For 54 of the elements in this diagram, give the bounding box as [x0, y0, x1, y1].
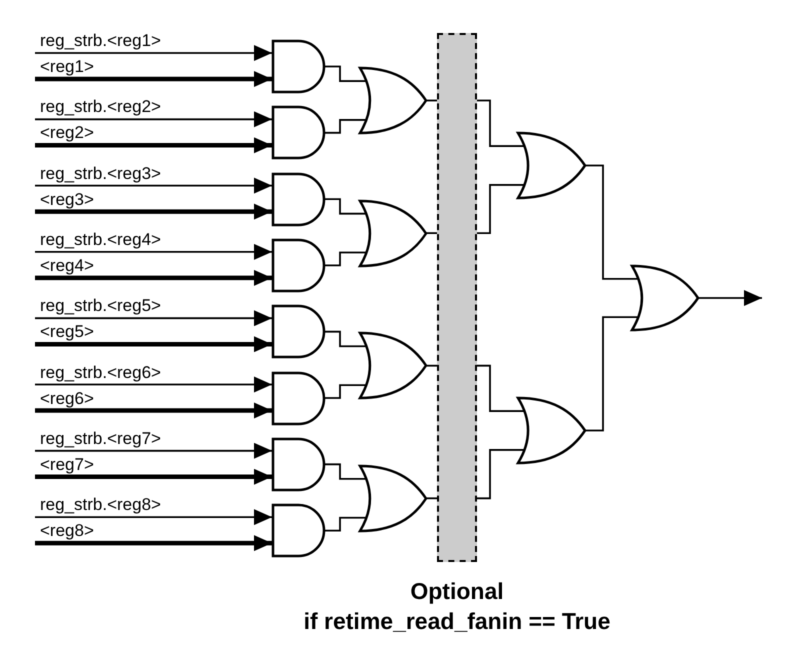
wire	[426, 100, 437, 102]
wire	[477, 100, 525, 147]
signal-label: reg_strb.<reg6>	[40, 362, 161, 382]
signal-label: reg_strb.<reg3>	[40, 164, 161, 183]
signal-arrow	[35, 204, 272, 220]
signal-arrow	[35, 178, 272, 194]
signal-label: reg_strb.<reg1>	[40, 31, 161, 50]
signal-label: <reg5>	[40, 322, 94, 342]
signal-arrow	[35, 71, 272, 87]
signal-label: <reg3>	[40, 190, 94, 209]
wire	[477, 364, 525, 412]
signal-arrow	[35, 442, 272, 459]
wire	[325, 252, 367, 266]
signal-arrow	[35, 336, 272, 352]
signal-label: <reg7>	[40, 454, 94, 474]
wire	[585, 316, 639, 432]
wire	[477, 449, 525, 500]
signal-arrow	[35, 244, 272, 260]
signal-arrow	[35, 111, 272, 128]
signal-arrow	[35, 310, 272, 326]
wire	[426, 232, 437, 234]
signal-arrow	[35, 137, 272, 154]
signal-label: reg_strb.<reg4>	[40, 230, 161, 249]
caption-heading: Optional	[409, 577, 505, 605]
wire	[325, 66, 367, 82]
wire	[325, 198, 367, 215]
signal-arrow	[35, 376, 272, 392]
signal-label: <reg4>	[40, 256, 94, 275]
wire	[325, 463, 367, 480]
wire	[426, 497, 437, 500]
optional-stage-band	[437, 33, 477, 562]
signal-label: <reg2>	[40, 123, 94, 142]
wire	[325, 119, 367, 134]
wire	[325, 516, 367, 532]
signal-arrow	[35, 535, 272, 552]
signal-label: reg_strb.<reg5>	[40, 296, 161, 316]
signal-arrow	[35, 270, 272, 286]
signal-arrow	[35, 402, 272, 418]
caption-condition: if retime_read_fanin == True	[302, 607, 612, 635]
signal-arrow	[698, 290, 762, 306]
signal-label: <reg8>	[40, 521, 94, 540]
signal-label: reg_strb.<reg2>	[40, 97, 161, 116]
wire	[426, 364, 437, 367]
signal-arrow	[35, 509, 272, 526]
wire	[477, 184, 525, 234]
signal-arrow	[35, 45, 272, 61]
signal-label: reg_strb.<reg7>	[40, 428, 161, 448]
wire	[325, 384, 367, 399]
signal-label: <reg6>	[40, 388, 94, 408]
wire	[585, 164, 639, 280]
wire	[325, 330, 367, 348]
signal-label: reg_strb.<reg8>	[40, 495, 161, 514]
signal-arrow	[35, 468, 272, 485]
signal-label: <reg1>	[40, 57, 94, 76]
